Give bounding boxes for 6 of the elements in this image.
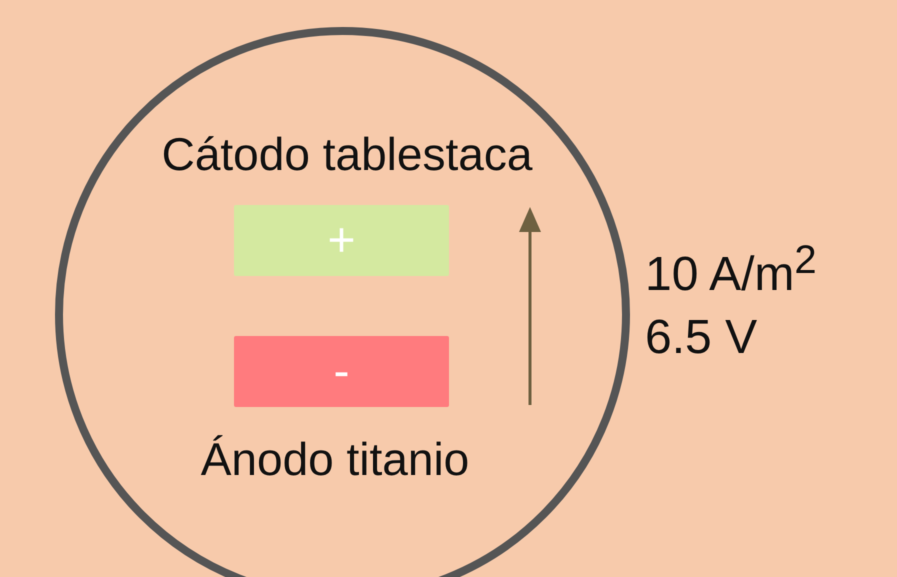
cathode-plate: + <box>234 205 449 276</box>
electrode-label: Cátodo tablestaca <box>162 131 532 177</box>
anode-plate: - <box>234 336 449 407</box>
value-label: 10 A/m$^{2}$ <box>645 240 817 299</box>
electrode-label: Ánodo titanio <box>200 436 470 482</box>
value-label: 6.5 V <box>645 314 758 362</box>
